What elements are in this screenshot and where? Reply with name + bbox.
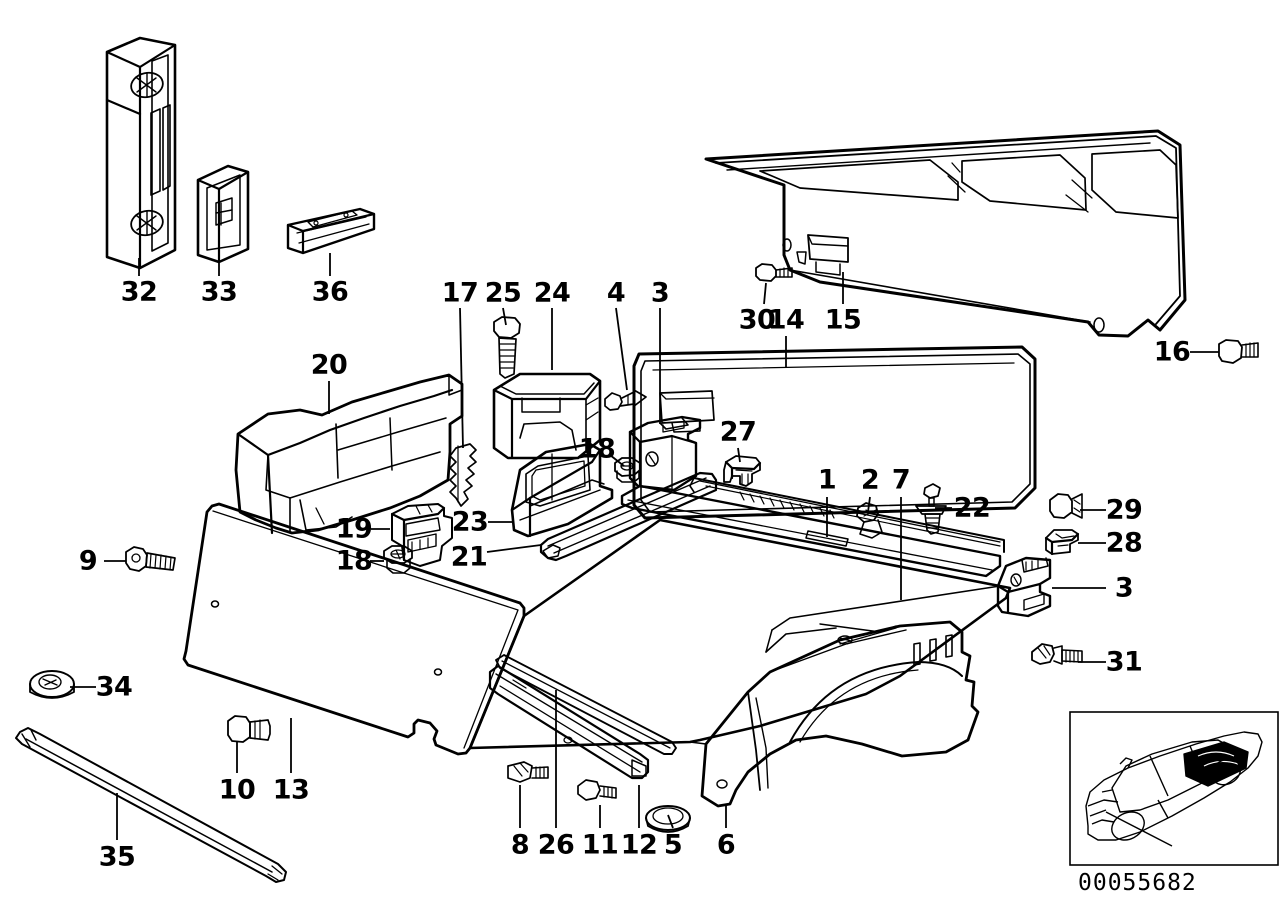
callout-number-20[interactable]: 20 <box>310 349 348 381</box>
callout-number-22[interactable]: 22 <box>953 492 991 524</box>
callout-number-19[interactable]: 19 <box>335 513 373 545</box>
callout-number-6[interactable]: 6 <box>716 829 736 861</box>
callout-number-13[interactable]: 13 <box>272 774 310 806</box>
callout-number-25[interactable]: 25 <box>484 277 522 309</box>
callout-number-11[interactable]: 11 <box>581 829 619 861</box>
part-25-hex-bolt <box>493 316 521 379</box>
callout-number-1[interactable]: 1 <box>817 464 837 496</box>
callout-number-16[interactable]: 16 <box>1153 336 1191 368</box>
callout-number-35[interactable]: 35 <box>98 841 136 873</box>
callout-leader-2 <box>867 496 871 513</box>
part-36-rail-bracket <box>286 207 376 255</box>
part-9-bolt <box>125 546 176 572</box>
callout-number-30[interactable]: 30 <box>738 304 776 336</box>
leader-lines <box>70 253 1219 840</box>
part-29-grommet-plug <box>1049 493 1083 519</box>
part-15-rear-parcel-shelf <box>704 129 1187 338</box>
callout-number-28[interactable]: 28 <box>1105 527 1143 559</box>
callout-number-12[interactable]: 12 <box>620 829 658 861</box>
part-1-trunk-sill-rail <box>620 477 1005 578</box>
part-3-bracket-upper <box>628 415 702 492</box>
callout-number-34[interactable]: 34 <box>95 671 133 703</box>
callout-number-26[interactable]: 26 <box>537 829 575 861</box>
part-12-sill-strip-lower <box>488 664 650 780</box>
callout-number-18b[interactable]: 18 <box>335 545 373 577</box>
part-6-upper-lip <box>765 585 1001 653</box>
part-18-nut-upper <box>614 457 641 483</box>
callout-leader-17 <box>459 307 464 449</box>
callout-number-14[interactable]: 14 <box>767 304 805 336</box>
callout-leader-30 <box>763 282 767 305</box>
callout-number-18a[interactable]: 18 <box>578 433 616 465</box>
callout-number-15[interactable]: 15 <box>824 304 862 336</box>
part-24-storage-bin <box>492 372 602 460</box>
callout-leader-4 <box>615 307 628 391</box>
part-5-rubber-plug <box>645 805 691 833</box>
part-rear-backrest-trim-panel <box>632 345 1037 520</box>
part-20-left-side-trim <box>234 373 464 535</box>
part-10-sleeve-bolt <box>227 715 271 743</box>
callout-number-9[interactable]: 9 <box>78 545 98 577</box>
callout-leader-25 <box>502 307 507 326</box>
callout-leader-5 <box>667 814 674 829</box>
part-35-long-rod <box>15 727 287 883</box>
callout-number-21[interactable]: 21 <box>450 541 488 573</box>
part-17-expansion-screw <box>449 443 477 507</box>
callout-leader-18a <box>609 454 625 467</box>
part-34-cap-disc <box>29 670 75 699</box>
part-3-bracket-right <box>996 556 1052 618</box>
part-19-bracket-clip <box>390 503 453 567</box>
part-32-pillar-trim <box>105 36 177 270</box>
diagram-number: 00055682 <box>1078 870 1197 896</box>
callout-leader-27 <box>737 447 741 463</box>
part-26-sill-strip-upper <box>495 654 677 755</box>
part-21-sill-strip-left <box>539 471 718 562</box>
callout-number-36[interactable]: 36 <box>311 276 349 308</box>
callout-number-4[interactable]: 4 <box>606 277 626 309</box>
callout-number-29[interactable]: 29 <box>1105 494 1143 526</box>
callout-number-10[interactable]: 10 <box>218 774 256 806</box>
callout-number-7[interactable]: 7 <box>891 464 911 496</box>
part-23-side-compartment <box>510 442 614 538</box>
part-33-cover-cap <box>196 164 250 264</box>
vehicle-inset <box>1069 711 1279 866</box>
part-16-plug-grommet <box>1218 339 1259 364</box>
callout-number-27[interactable]: 27 <box>719 416 757 448</box>
callout-number-23[interactable]: 23 <box>451 506 489 538</box>
part-31-flange-screw <box>1031 643 1083 665</box>
part-11-screw <box>577 779 617 801</box>
part-27-retainer-clip <box>723 455 762 487</box>
part-8-screw <box>507 761 549 783</box>
part-14-latch-plate <box>807 234 849 276</box>
callout-number-17[interactable]: 17 <box>441 277 479 309</box>
callout-leader-21 <box>486 544 542 553</box>
callout-number-5[interactable]: 5 <box>663 829 683 861</box>
callout-number-24[interactable]: 24 <box>533 277 571 309</box>
callout-number-32[interactable]: 32 <box>120 276 158 308</box>
part-30-stud-pin <box>755 263 793 282</box>
callout-number-3r[interactable]: 3 <box>1114 572 1134 604</box>
callout-number-33[interactable]: 33 <box>200 276 238 308</box>
part-28-clamp-clip <box>1044 529 1080 556</box>
callout-number-8[interactable]: 8 <box>510 829 530 861</box>
part-13-trunk-floor-board <box>182 502 526 756</box>
part-7-trunk-floor-surface <box>468 518 1012 750</box>
callout-number-31[interactable]: 31 <box>1105 646 1143 678</box>
callout-number-2[interactable]: 2 <box>860 464 880 496</box>
callout-number-3t[interactable]: 3 <box>650 277 670 309</box>
part-4-push-rivet <box>604 389 647 411</box>
part-18-grommet-lower <box>383 545 413 574</box>
part-22-screw-washer <box>915 483 947 535</box>
